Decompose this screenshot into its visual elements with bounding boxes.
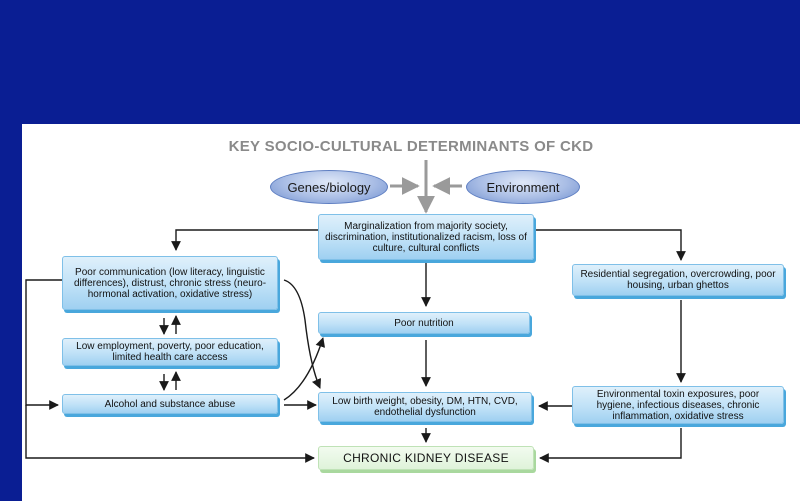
residential-segregation-box: Residential segregation, overcrowding, p… — [572, 264, 784, 296]
poor-communication-box: Poor communication (low literacy, lingui… — [62, 256, 278, 310]
marginalization-box: Marginalization from majority society, d… — [318, 214, 534, 260]
alcohol-substance-abuse-box: Alcohol and substance abuse — [62, 394, 278, 414]
diagram-title: KEY SOCIO-CULTURAL DETERMINANTS OF CKD — [228, 138, 594, 155]
environment-oval: Environment — [466, 170, 580, 204]
poor-nutrition-box: Poor nutrition — [318, 312, 530, 334]
low-employment-box: Low employment, poverty, poor education,… — [62, 338, 278, 366]
chronic-kidney-disease-box: CHRONIC KIDNEY DISEASE — [318, 446, 534, 470]
environmental-toxin-box: Environmental toxin exposures, poor hygi… — [572, 386, 784, 424]
genes-biology-oval: Genes/biology — [270, 170, 388, 204]
low-birth-weight-box: Low birth weight, obesity, DM, HTN, CVD,… — [318, 392, 532, 422]
